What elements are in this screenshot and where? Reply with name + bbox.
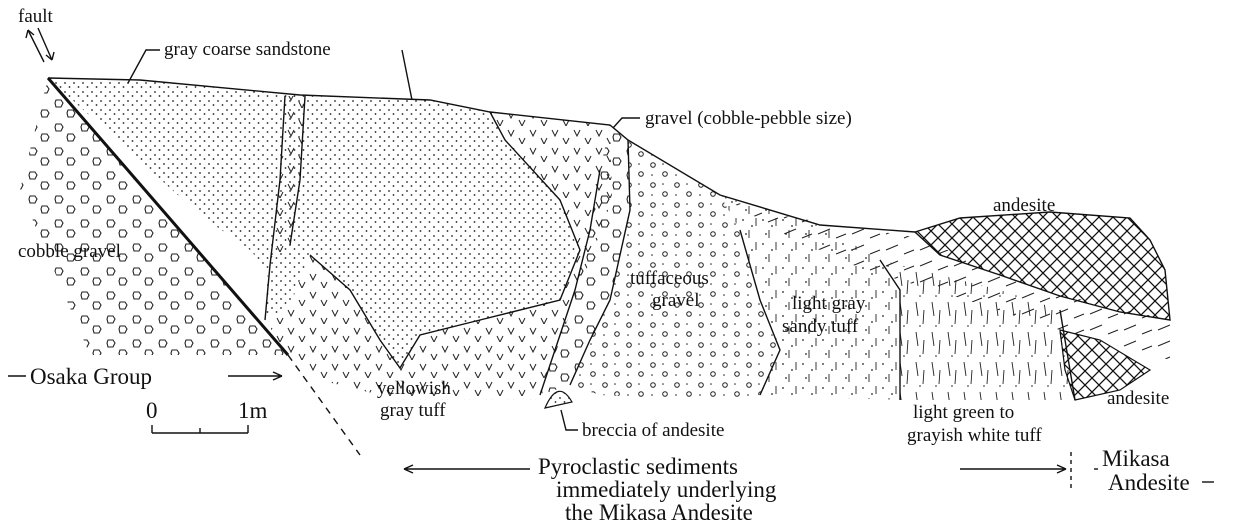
andesite-bottom-label: andesite (1107, 388, 1169, 409)
pyroclastic-label-3: the Mikasa Andesite (565, 500, 753, 525)
breccia-lens (545, 391, 572, 408)
tuffaceous-label-2: gravel (652, 290, 699, 311)
yellowish-label-1: yellowish (377, 378, 451, 399)
andesite-top-label: andesite (993, 195, 1055, 216)
scale-zero-label: 0 (146, 398, 158, 423)
scale-one-label: 1m (238, 398, 268, 423)
pyroclastic-label-2: immediately underlying (556, 477, 777, 502)
gravel-leader (613, 118, 640, 128)
gray-coarse-sandstone-label: gray coarse sandstone (164, 39, 331, 60)
tuffaceous-label-1: tuffaceous (630, 268, 709, 289)
light-green-label-1: light green to (913, 402, 1014, 423)
gravel-cobble-pebble-label: gravel (cobble-pebble size) (645, 108, 852, 129)
mikasa-label-1: Mikasa (1102, 446, 1170, 471)
pyroclastic-right-arrow (960, 465, 1066, 473)
light-green-label-2: grayish white tuff (907, 425, 1042, 446)
osaka-group-label: Osaka Group (30, 364, 152, 389)
yellowish-label-2: gray tuff (380, 400, 446, 421)
fault-label: fault (18, 6, 54, 27)
cobble-gravel-label: cobble gravel (18, 241, 121, 262)
scale-bar (152, 425, 248, 433)
osaka-group-arrow (228, 372, 282, 380)
light-gray-label-2: sandy tuff (782, 316, 859, 337)
pyroclastic-left-arrow (404, 465, 530, 473)
pyroclastic-label-1: Pyroclastic sediments (538, 454, 738, 479)
light-gray-label-1: light gray (792, 293, 866, 314)
breccia-label: breccia of andesite (582, 420, 724, 441)
mikasa-label-2: Andesite (1108, 470, 1190, 495)
breccia-leader (561, 410, 578, 430)
